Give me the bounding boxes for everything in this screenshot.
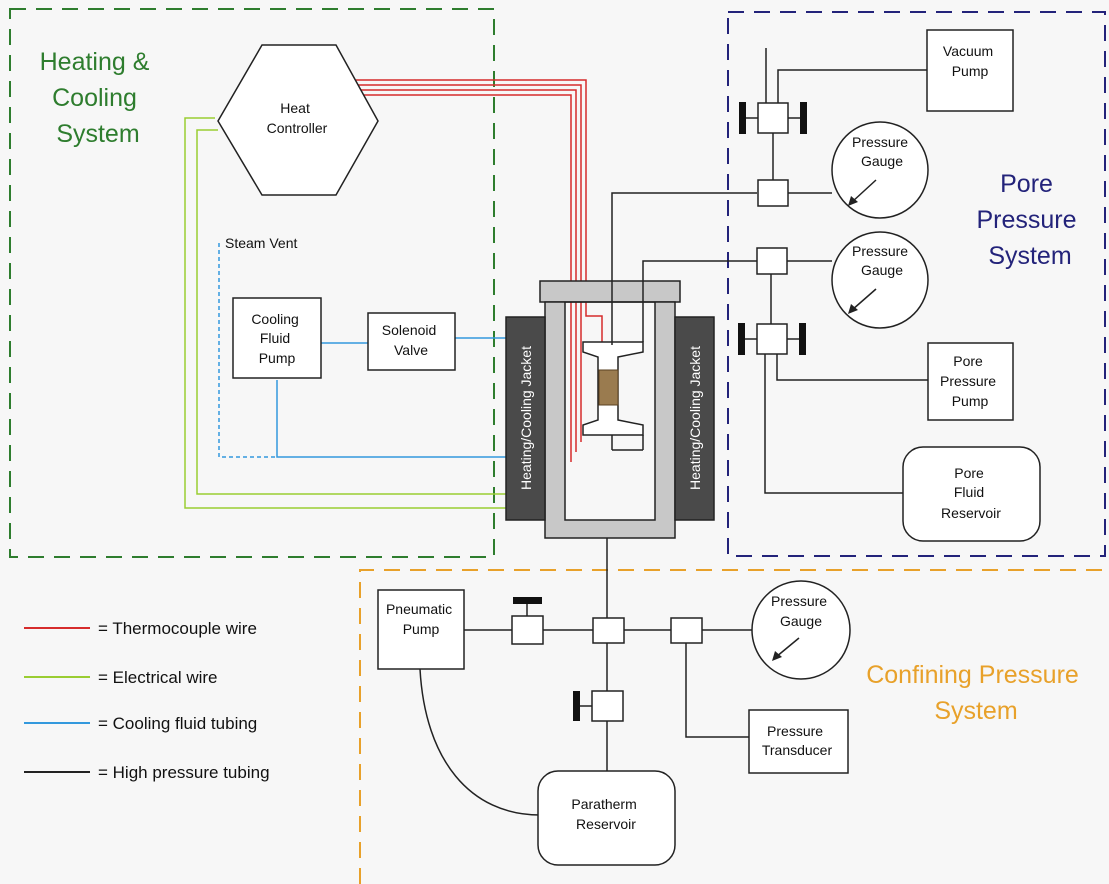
pressure-transducer-label: Pressure Transducer xyxy=(762,723,833,758)
pore-pressure-pump xyxy=(927,342,1014,421)
thermocouple-wire-3 xyxy=(360,89,577,452)
pore-line-lower xyxy=(642,260,757,342)
pore-system-title: Pore Pressure System xyxy=(977,170,1084,270)
heat-controller-label: Heat Controller xyxy=(267,100,328,136)
legend-label-cooling: = Cooling fluid tubing xyxy=(98,714,257,733)
legend-label-thermocouple: = Thermocouple wire xyxy=(98,619,257,638)
pore-fluid-reservoir-label: Pore Fluid Reservoir xyxy=(941,465,1001,521)
heat-controller xyxy=(217,44,379,196)
pore-system-boundary xyxy=(727,11,1106,557)
confining-tee-right xyxy=(670,617,703,644)
pore-pump-line xyxy=(776,354,928,381)
jacket-left-label: Heating/Cooling Jacket xyxy=(518,346,534,490)
pore-valve-upper-handle-right xyxy=(800,102,807,134)
rock-sample xyxy=(598,369,619,406)
vacuum-pump-label: Vacuum Pump xyxy=(943,43,997,79)
steam-vent-line xyxy=(218,243,277,458)
vacuum-pump xyxy=(926,29,1014,112)
vacuum-line xyxy=(777,69,927,103)
heating-system-title-text: Heating & Cooling System xyxy=(40,48,157,148)
confining-valve-lower-handle xyxy=(573,691,580,721)
cooling-fluid-pump xyxy=(232,297,322,379)
pore-tee-lower xyxy=(756,247,788,275)
pore-pressure-pump-label: Pore Pressure Pump xyxy=(940,353,1000,409)
legend-label-high-pressure: = High pressure tubing xyxy=(98,763,270,782)
gauge2-needle-tip xyxy=(848,304,858,314)
pneumatic-pump xyxy=(377,589,465,670)
pressure-transducer xyxy=(748,709,849,774)
pore-valve-lower-handle-left xyxy=(738,323,745,355)
pore-line-upper xyxy=(611,192,757,345)
electrical-wire-inner xyxy=(196,129,506,495)
cooling-fluid-pump-label: Cooling Fluid Pump xyxy=(251,311,302,366)
transducer-line xyxy=(685,643,749,738)
cooling-tube-return xyxy=(276,380,506,458)
gauge2-needle xyxy=(851,288,877,311)
steam-vent-label: Steam Vent xyxy=(225,235,297,251)
pore-pressure-gauge-2 xyxy=(831,231,929,329)
thermocouple-wire-4 xyxy=(362,94,572,462)
thermocouple-wire-1 xyxy=(356,79,603,352)
heating-system-boundary xyxy=(9,8,495,558)
solenoid-valve-label: Solenoid Valve xyxy=(382,322,440,358)
heating-jacket-right xyxy=(674,316,715,521)
electrical-wire-outer xyxy=(184,117,506,509)
pore-reservoir-line xyxy=(764,354,903,494)
confining-valve-top xyxy=(511,615,544,645)
vessel-lid xyxy=(539,280,681,303)
pore-valve-lower xyxy=(756,323,788,355)
gauge1-needle xyxy=(851,179,877,203)
confining-gauge-needle-tip xyxy=(772,651,782,661)
heating-jacket-left xyxy=(505,316,546,521)
legend-label-electrical: = Electrical wire xyxy=(98,668,218,687)
pore-fluid-reservoir xyxy=(902,446,1041,542)
confining-pressure-gauge-label: Pressure Gauge xyxy=(771,593,831,629)
pneumatic-pump-label: Pneumatic Pump xyxy=(386,601,456,637)
confining-system-boundary xyxy=(359,569,1106,884)
pore-pressure-gauge-1-label: Pressure Gauge xyxy=(852,134,912,169)
pore-valve-upper-handle-left xyxy=(739,102,746,134)
paratherm-reservoir xyxy=(537,770,676,866)
confining-system-title: Confining Pressure System xyxy=(866,661,1086,725)
pore-valve-lower-handle-right xyxy=(799,323,806,355)
paratherm-reservoir-label: Paratherm Reservoir xyxy=(571,796,640,832)
pore-pressure-gauge-1 xyxy=(831,121,929,219)
confining-valve-top-handle xyxy=(513,597,542,604)
thermocouple-wire-2 xyxy=(358,84,582,442)
confining-gauge-needle xyxy=(775,637,800,658)
pore-pressure-gauge-2-label: Pressure Gauge xyxy=(852,243,912,278)
legend: = Thermocouple wire = Electrical wire = … xyxy=(24,619,270,782)
pneumatic-return-hose xyxy=(419,668,541,816)
gauge1-needle-tip xyxy=(848,196,858,206)
confining-tee-center xyxy=(592,617,625,644)
jacket-right-label: Heating/Cooling Jacket xyxy=(687,346,703,490)
pore-tee-upper xyxy=(757,179,789,207)
pore-valve-upper xyxy=(757,102,789,134)
confining-valve-lower xyxy=(591,690,624,722)
solenoid-valve xyxy=(367,312,456,371)
